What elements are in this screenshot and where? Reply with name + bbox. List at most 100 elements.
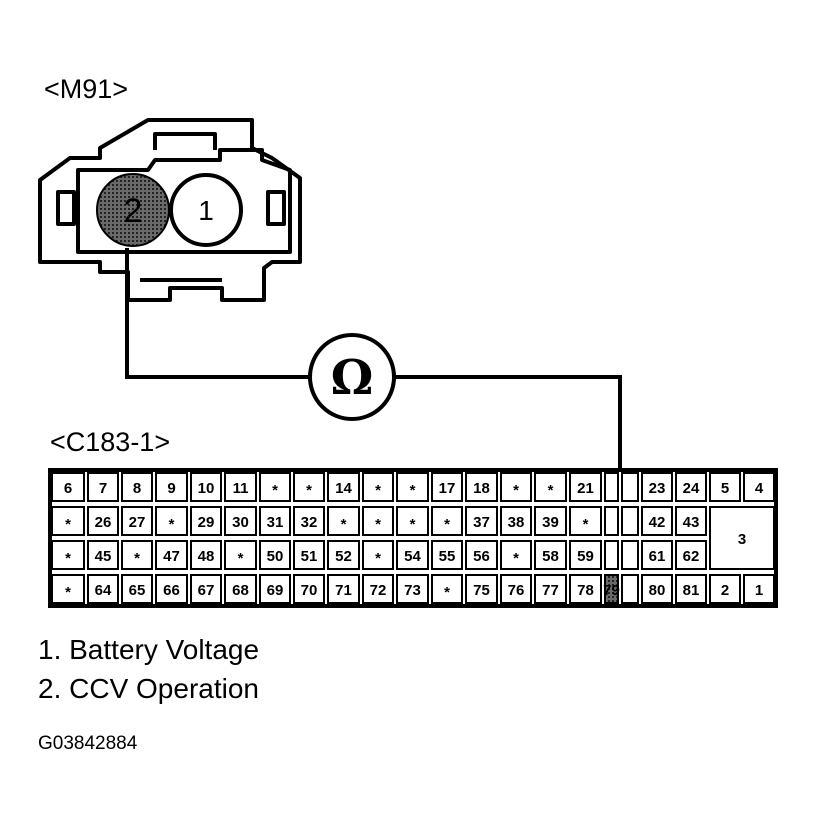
c183-pin-cell — [155, 540, 188, 570]
c183-pin-number: 26 — [95, 514, 112, 531]
c183-pin-cell — [121, 540, 153, 570]
c183-pin-cell — [327, 574, 360, 604]
c183-unused-pin-mark: * — [444, 584, 450, 601]
c183-pin-number: 67 — [198, 582, 215, 599]
legend-item-battery-voltage: 1. Battery Voltage — [38, 634, 260, 665]
c183-unused-pin-mark: * — [375, 482, 381, 499]
c183-pin-number: 59 — [577, 548, 594, 565]
c183-unused-pin-mark: * — [134, 550, 140, 567]
m91-pin-2-number: 2 — [124, 192, 143, 230]
c183-pin-cell — [621, 540, 639, 570]
c183-pin-number: 9 — [167, 480, 175, 497]
c183-pin-cell — [155, 574, 188, 604]
c183-pin-cell — [569, 472, 602, 502]
c183-pin-number: 6 — [64, 480, 72, 497]
c183-pin-cell — [87, 472, 119, 502]
c183-pin-cell — [709, 574, 741, 604]
c183-pin-number: 14 — [335, 480, 352, 497]
c183-pin-cell — [675, 506, 707, 536]
c183-pin-cell — [743, 574, 775, 604]
c183-pin-number: 58 — [542, 548, 559, 565]
c183-pin-cell — [155, 472, 188, 502]
c183-pin-number: 37 — [473, 514, 490, 531]
c183-pin-cell — [396, 506, 429, 536]
c183-pin-cell — [224, 574, 257, 604]
c183-pin-cell — [259, 472, 291, 502]
c183-unused-pin-mark: * — [513, 482, 519, 499]
c183-pin-cell — [621, 472, 639, 502]
c183-connector-label: <C183-1> — [50, 427, 171, 457]
c183-pin-number: 38 — [508, 514, 525, 531]
c183-pin-cell — [500, 506, 532, 536]
c183-pin-cell — [675, 574, 707, 604]
c183-pin-number: 1 — [755, 582, 763, 599]
c183-pin-number: 4 — [755, 480, 764, 497]
c183-pin-number: 32 — [301, 514, 318, 531]
c183-pin-cell — [621, 506, 639, 536]
c183-pin-cell — [396, 574, 429, 604]
c183-unused-pin-mark: * — [238, 550, 244, 567]
c183-pin-number: 51 — [301, 548, 318, 565]
c183-pin-cell — [569, 540, 602, 570]
c183-unused-pin-mark: * — [169, 516, 175, 533]
c183-pin-number: 52 — [335, 548, 352, 565]
c183-pin-number: 24 — [683, 480, 700, 497]
c183-pin-cell — [51, 574, 85, 604]
c183-pin-cell — [641, 574, 673, 604]
c183-pin-number: 62 — [683, 548, 700, 565]
c183-pin-cell — [641, 540, 673, 570]
c183-pin-number: 11 — [233, 480, 249, 497]
c183-pin-number: 47 — [163, 548, 180, 565]
m91-pin-1: 1 — [169, 173, 243, 247]
c183-pin-cell — [362, 472, 394, 502]
c183-pin-3-number: 3 — [738, 531, 746, 548]
c183-pin-cell — [621, 574, 639, 604]
c183-pin-cell — [534, 472, 567, 502]
m91-connector — [38, 118, 302, 302]
c183-pin-number: 80 — [649, 582, 666, 599]
c183-pin-cell — [431, 506, 463, 536]
c183-pin-cell — [87, 540, 119, 570]
c183-unused-pin-mark: * — [65, 550, 71, 567]
c183-unused-pin-mark: * — [583, 516, 589, 533]
c183-pin-cell — [87, 506, 119, 536]
c183-pin-cell — [327, 540, 360, 570]
c183-unused-pin-mark: * — [341, 516, 347, 533]
c183-pin-number: 76 — [508, 582, 525, 599]
c183-unused-pin-mark: * — [375, 550, 381, 567]
c183-pin-number: 73 — [404, 582, 421, 599]
c183-pin-cell — [224, 540, 257, 570]
c183-pin-number: 81 — [683, 582, 700, 599]
c183-pin-number: 79 — [603, 582, 620, 599]
c183-pin-cell — [465, 574, 498, 604]
c183-pin-number: 61 — [649, 548, 666, 565]
c183-pin-cell — [396, 540, 429, 570]
c183-pin-cell — [155, 506, 188, 536]
c183-pin-cell — [190, 472, 222, 502]
c183-pin-cell — [465, 540, 498, 570]
c183-pin-cell — [259, 574, 291, 604]
c183-pin-number: 48 — [198, 548, 215, 565]
c183-pin-cell — [293, 574, 325, 604]
ohmmeter: Ω — [308, 333, 396, 421]
c183-pin-cell — [190, 574, 222, 604]
c183-unused-pin-mark: * — [306, 482, 312, 499]
c183-pin-cell — [675, 472, 707, 502]
c183-pin-cell — [534, 540, 567, 570]
c183-pin-number: 71 — [335, 582, 352, 599]
c183-pin-cell — [465, 472, 498, 502]
c183-pin-number: 65 — [129, 582, 146, 599]
c183-probed-pin — [604, 574, 619, 604]
c183-pin-cell — [604, 472, 619, 502]
c183-pin-cell — [51, 506, 85, 536]
c183-pin-cell — [259, 540, 291, 570]
c183-pin-cell — [293, 540, 325, 570]
c183-pin-number: 17 — [439, 480, 456, 497]
c183-pin-cell — [534, 574, 567, 604]
c183-pin-cell — [431, 540, 463, 570]
c183-pin-cell — [87, 574, 119, 604]
c183-pin-cell — [293, 472, 325, 502]
c183-pin-number: 64 — [95, 582, 112, 599]
c183-pin-3-cell — [709, 506, 775, 570]
